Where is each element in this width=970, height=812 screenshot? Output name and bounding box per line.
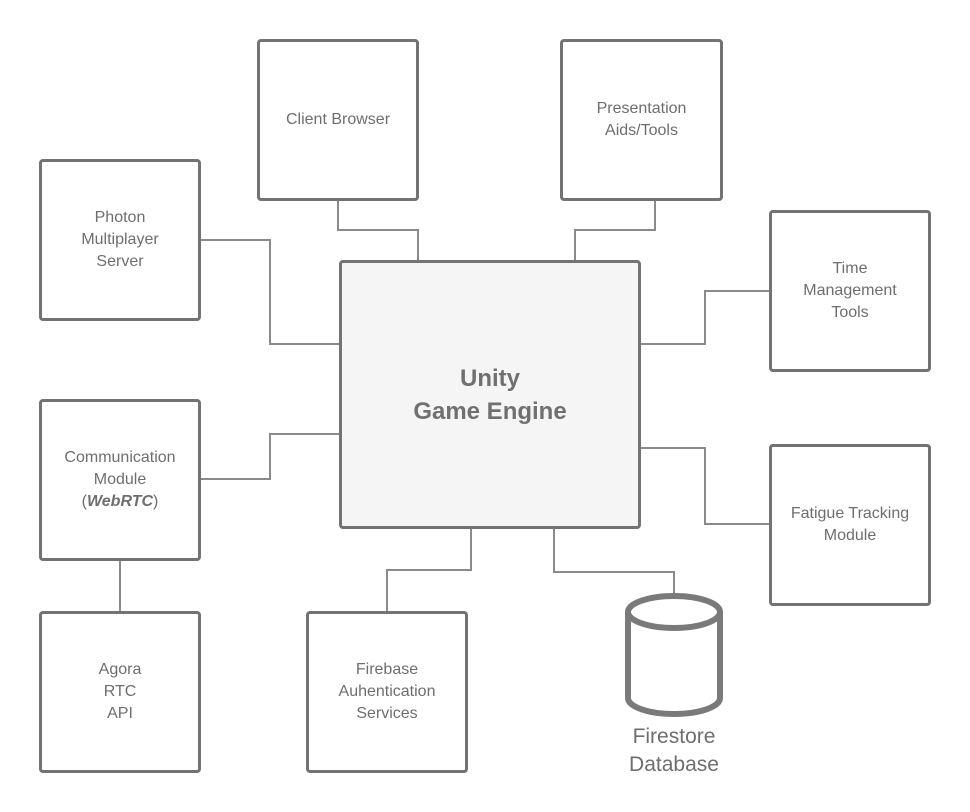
connector-presentation-aids: [574, 200, 656, 260]
client-browser-label: Client Browser: [285, 111, 391, 128]
firestore-database-label: Firestore Database: [629, 725, 719, 776]
presentation-aids-node: Presentation Aids/Tools: [560, 39, 723, 201]
communication-module-line2: Module: [93, 471, 147, 488]
agora-api-label: Agora RTC API: [98, 661, 142, 722]
presentation-aids-label: Presentation Aids/Tools: [596, 100, 687, 139]
unity-game-engine-node: Unity Game Engine: [339, 260, 641, 529]
fatigue-tracking-label: Fatigue Tracking Module: [790, 505, 910, 544]
firebase-auth-label: Firebase Auhentication Services: [338, 661, 436, 722]
photon-server-node: Photon Multiplayer Server: [39, 159, 201, 321]
agora-api-node: Agora RTC API: [39, 611, 201, 773]
client-browser-node: Client Browser: [257, 39, 419, 201]
firebase-auth-node: Firebase Auhentication Services: [306, 611, 468, 773]
photon-server-label: Photon Multiplayer Server: [81, 209, 159, 270]
connector-firebase-auth: [386, 527, 472, 612]
time-management-node: Time Management Tools: [769, 210, 931, 372]
connector-client-browser: [337, 200, 419, 260]
communication-module-line1: Communication: [64, 449, 176, 466]
webrtc-emphasis: WebRTC: [86, 493, 154, 510]
communication-module-open-paren: (: [81, 493, 87, 510]
fatigue-tracking-node: Fatigue Tracking Module: [769, 444, 931, 606]
connector-time-management: [640, 290, 770, 345]
communication-module-close-paren: ): [153, 493, 159, 510]
unity-game-engine-label: Unity Game Engine: [413, 364, 567, 425]
connector-firestore-db: [553, 527, 675, 596]
time-management-label: Time Management Tools: [803, 260, 897, 321]
connector-fatigue-tracking: [640, 447, 770, 525]
database-cylinder-icon: [625, 593, 723, 717]
connector-communication-module: [200, 433, 340, 480]
connector-photon-server: [200, 239, 340, 345]
